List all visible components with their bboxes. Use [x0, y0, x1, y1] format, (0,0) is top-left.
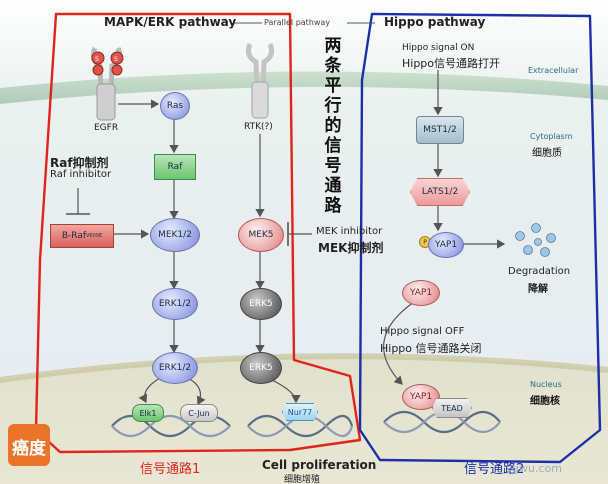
- red-outline-region: [34, 12, 362, 454]
- label-hippo-on-cn: Hippo信号通路打开: [402, 57, 501, 70]
- node-erk12-nuc: ERK1/2: [152, 352, 198, 384]
- vchar: 信: [324, 136, 342, 156]
- label-cytoplasm-en: Cytoplasm: [530, 132, 573, 141]
- label-cell-proliferation-en: Cell proliferation: [262, 458, 377, 472]
- node-yap1-free: YAP1: [402, 280, 440, 306]
- svg-text:S: S: [114, 56, 118, 63]
- vchar: 平: [324, 76, 342, 96]
- label-nucleus-en: Nucleus: [530, 380, 562, 389]
- vchar: 行: [324, 96, 342, 116]
- node-ras: Ras: [160, 92, 190, 120]
- label-nucleus-cn: 细胞核: [530, 396, 560, 407]
- label-degradation-cn: 降解: [528, 284, 548, 295]
- label-rtk: RTK(?): [244, 122, 273, 132]
- node-erk5-cyto: ERK5: [240, 288, 282, 320]
- nuclear-membrane: [0, 353, 608, 383]
- braf-label: B-Raf: [61, 231, 87, 241]
- cell-membrane: [0, 71, 608, 104]
- label-hippo-off-cn: Hippo 信号通路关闭: [380, 342, 482, 355]
- logo-box: [8, 424, 50, 466]
- blue-outline-region: [358, 12, 602, 464]
- watermark: gwu.com: [512, 462, 562, 475]
- label-path2: 信号通路2: [464, 462, 525, 477]
- vchar: 通: [324, 176, 342, 196]
- label-hippo-on-en: Hippo signal ON: [402, 43, 475, 53]
- arrow-erk12-cjun: [187, 377, 206, 406]
- node-lats12: LATS1/2: [410, 178, 470, 206]
- node-mst12: MST1/2: [416, 116, 464, 144]
- egfr-receptor-graphic: S S: [90, 47, 124, 121]
- node-erk5-nuc: ERK5: [240, 352, 282, 384]
- label-raf-inhibitor-cn: Raf抑制剂: [50, 156, 109, 170]
- label-path1: 信号通路1: [140, 462, 201, 477]
- braf-superscript: V600E: [86, 233, 103, 239]
- vertical-chinese-title: 两 条 平 行 的 信 号 通 路: [321, 36, 345, 216]
- node-raf: Raf: [154, 154, 196, 180]
- node-mek5: MEK5: [238, 218, 284, 252]
- node-erk12-cyto: ERK1/2: [152, 288, 198, 320]
- vchar: 号: [324, 156, 342, 176]
- label-cytoplasm-cn: 细胞质: [532, 148, 562, 159]
- node-elk1: Elk1: [132, 404, 164, 422]
- label-extracellular: Extracellular: [528, 66, 579, 75]
- node-tead: TEAD: [432, 398, 472, 418]
- label-hippo-off-en: Hippo signal OFF: [380, 326, 465, 337]
- node-cjun: C-Jun: [180, 404, 218, 422]
- arrow-erk12-elk1: [138, 377, 161, 404]
- node-nur77: Nur77: [282, 403, 318, 421]
- vchar: 路: [324, 196, 342, 216]
- svg-text:S: S: [95, 56, 99, 63]
- label-mek-inhibitor-cn: MEK抑制剂: [318, 241, 384, 255]
- vchar: 两: [324, 36, 342, 56]
- label-egfr: EGFR: [94, 123, 119, 133]
- arrow-yap1-nucleus: [383, 301, 415, 385]
- label-mek-inhibitor-en: MEK inhibitor: [316, 226, 383, 237]
- logo-text: 癌度: [12, 439, 46, 459]
- rtk-receptor-graphic: [246, 43, 274, 119]
- vchar: 条: [324, 56, 342, 76]
- node-mek12: MEK1/2: [150, 218, 200, 252]
- label-raf-inhibitor-en: Raf inhibitor: [50, 169, 112, 180]
- title-parallel: Parallel pathway: [264, 18, 331, 27]
- degradation-dots: [515, 223, 556, 257]
- label-degradation-en: Degradation: [508, 266, 571, 277]
- vchar: 的: [324, 116, 342, 136]
- node-yap1-phospho: YAP1: [428, 232, 464, 258]
- title-hippo: Hippo pathway: [384, 15, 486, 29]
- arrow-erk5-nur77: [271, 379, 301, 404]
- label-cell-proliferation-cn: 细胞增殖: [284, 475, 321, 484]
- title-mapk: MAPK/ERK pathway: [104, 15, 237, 29]
